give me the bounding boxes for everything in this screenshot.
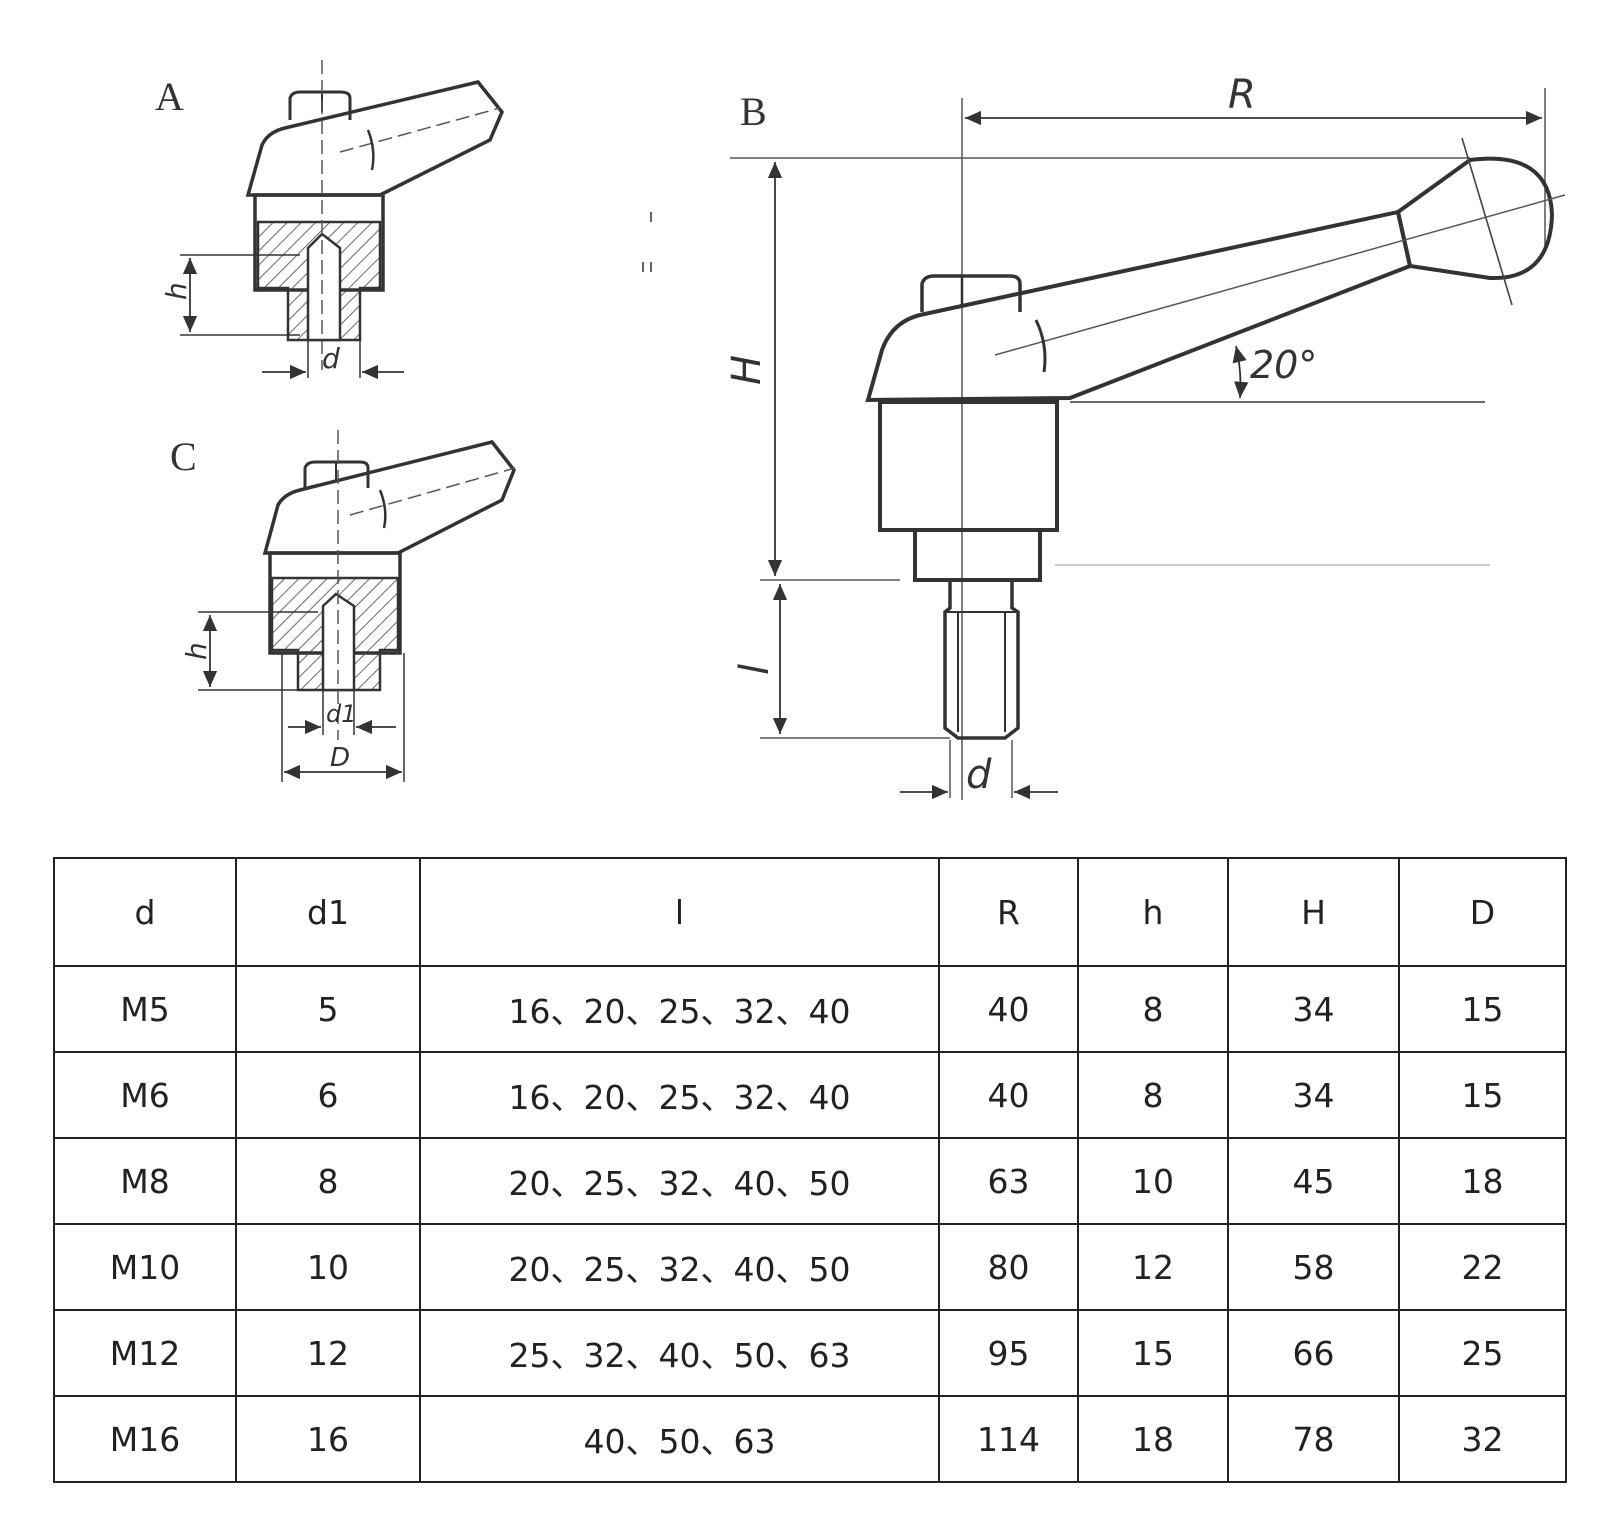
cell-l: 40、50、63 xyxy=(419,1395,940,1483)
cell-d1: 10 xyxy=(235,1223,421,1311)
view-c-dim-h: h xyxy=(180,642,213,660)
header-H: H xyxy=(1227,857,1400,967)
table-row: M6 6 16、20、25、32、40 40 8 34 15 xyxy=(53,1051,1567,1139)
cell-d: M5 xyxy=(53,965,237,1053)
header-d: d xyxy=(53,857,237,967)
cell-l: 16、20、25、32、40 xyxy=(419,965,940,1053)
cell-D: 15 xyxy=(1398,965,1567,1053)
view-a-bore xyxy=(306,232,342,342)
view-b-dim-H: H xyxy=(724,355,770,385)
view-a-lever xyxy=(245,80,505,197)
view-c-label: C xyxy=(170,434,197,479)
cell-D: 18 xyxy=(1398,1137,1567,1225)
view-c: C h d1 D xyxy=(170,430,516,782)
header-R: R xyxy=(938,857,1079,967)
table-row: M10 10 20、25、32、40、50 80 12 58 22 xyxy=(53,1223,1567,1311)
cell-h: 8 xyxy=(1077,1051,1229,1139)
view-a-dim-h: h xyxy=(160,282,193,300)
view-b-dim-l: l xyxy=(732,664,778,675)
view-c-lever xyxy=(262,440,516,555)
cell-l: 20、25、32、40、50 xyxy=(419,1223,940,1311)
cell-l: 20、25、32、40、50 xyxy=(419,1137,940,1225)
view-a-dim-d: d xyxy=(322,342,340,375)
view-a-screw xyxy=(288,90,352,120)
spec-table: d d1 l R h H D M5 5 16、20、25、32、40 40 8 … xyxy=(53,857,1567,1483)
view-a: A h d xyxy=(155,60,505,380)
cell-D: 25 xyxy=(1398,1309,1567,1397)
technical-drawing: A h d C xyxy=(155,60,1566,800)
cell-H: 34 xyxy=(1227,1051,1400,1139)
view-c-dim-d1: d1 xyxy=(326,700,357,728)
view-c-dim-D: D xyxy=(330,743,350,773)
cell-H: 34 xyxy=(1227,965,1400,1053)
cell-D: 15 xyxy=(1398,1051,1567,1139)
cell-h: 18 xyxy=(1077,1395,1229,1483)
cell-l: 16、20、25、32、40 xyxy=(419,1051,940,1139)
view-b-ball-end xyxy=(1395,156,1555,281)
view-b-stud xyxy=(943,580,1020,740)
cell-R: 114 xyxy=(938,1395,1079,1483)
table-header-row: d d1 l R h H D xyxy=(53,857,1567,967)
cell-R: 95 xyxy=(938,1309,1079,1397)
cell-d1: 12 xyxy=(235,1309,421,1397)
header-l: l xyxy=(419,857,940,967)
view-b-body xyxy=(878,400,1059,532)
cell-H: 66 xyxy=(1227,1309,1400,1397)
cell-H: 58 xyxy=(1227,1223,1400,1311)
view-b-lever xyxy=(865,209,1413,403)
header-d1: d1 xyxy=(235,857,421,967)
view-b-dim-d: d xyxy=(966,752,992,798)
cell-h: 15 xyxy=(1077,1309,1229,1397)
table-row: M5 5 16、20、25、32、40 40 8 34 15 xyxy=(53,965,1567,1053)
cell-h: 12 xyxy=(1077,1223,1229,1311)
cell-H: 45 xyxy=(1227,1137,1400,1225)
cell-d: M16 xyxy=(53,1395,237,1483)
cell-d: M12 xyxy=(53,1309,237,1397)
view-b-label: B xyxy=(740,89,767,134)
cell-D: 22 xyxy=(1398,1223,1567,1311)
view-b-screw xyxy=(920,274,1022,312)
drawing-canvas: A h d C xyxy=(155,60,1566,800)
view-b: B R H l 20° xyxy=(724,72,1566,800)
cell-H: 78 xyxy=(1227,1395,1400,1483)
view-b-dim-R: R xyxy=(1228,72,1256,118)
cell-R: 40 xyxy=(938,1051,1079,1139)
cell-d: M8 xyxy=(53,1137,237,1225)
view-b-dim-angle: 20° xyxy=(1250,343,1317,387)
cell-d1: 6 xyxy=(235,1051,421,1139)
view-b-hub xyxy=(913,528,1042,582)
cell-R: 40 xyxy=(938,965,1079,1053)
cell-h: 8 xyxy=(1077,965,1229,1053)
cell-d: M6 xyxy=(53,1051,237,1139)
cell-R: 80 xyxy=(938,1223,1079,1311)
table-row: M16 16 40、50、63 114 18 78 32 xyxy=(53,1395,1567,1483)
view-a-label: A xyxy=(155,74,184,119)
cell-D: 32 xyxy=(1398,1395,1567,1483)
header-D: D xyxy=(1398,857,1567,967)
cell-d: M10 xyxy=(53,1223,237,1311)
cell-l: 25、32、40、50、63 xyxy=(419,1309,940,1397)
table-row: M8 8 20、25、32、40、50 63 10 45 18 xyxy=(53,1137,1567,1225)
cell-h: 10 xyxy=(1077,1137,1229,1225)
cell-d1: 16 xyxy=(235,1395,421,1483)
cell-R: 63 xyxy=(938,1137,1079,1225)
cell-d1: 8 xyxy=(235,1137,421,1225)
table-row: M12 12 25、32、40、50、63 95 15 66 25 xyxy=(53,1309,1567,1397)
cell-d1: 5 xyxy=(235,965,421,1053)
header-h: h xyxy=(1077,857,1229,967)
